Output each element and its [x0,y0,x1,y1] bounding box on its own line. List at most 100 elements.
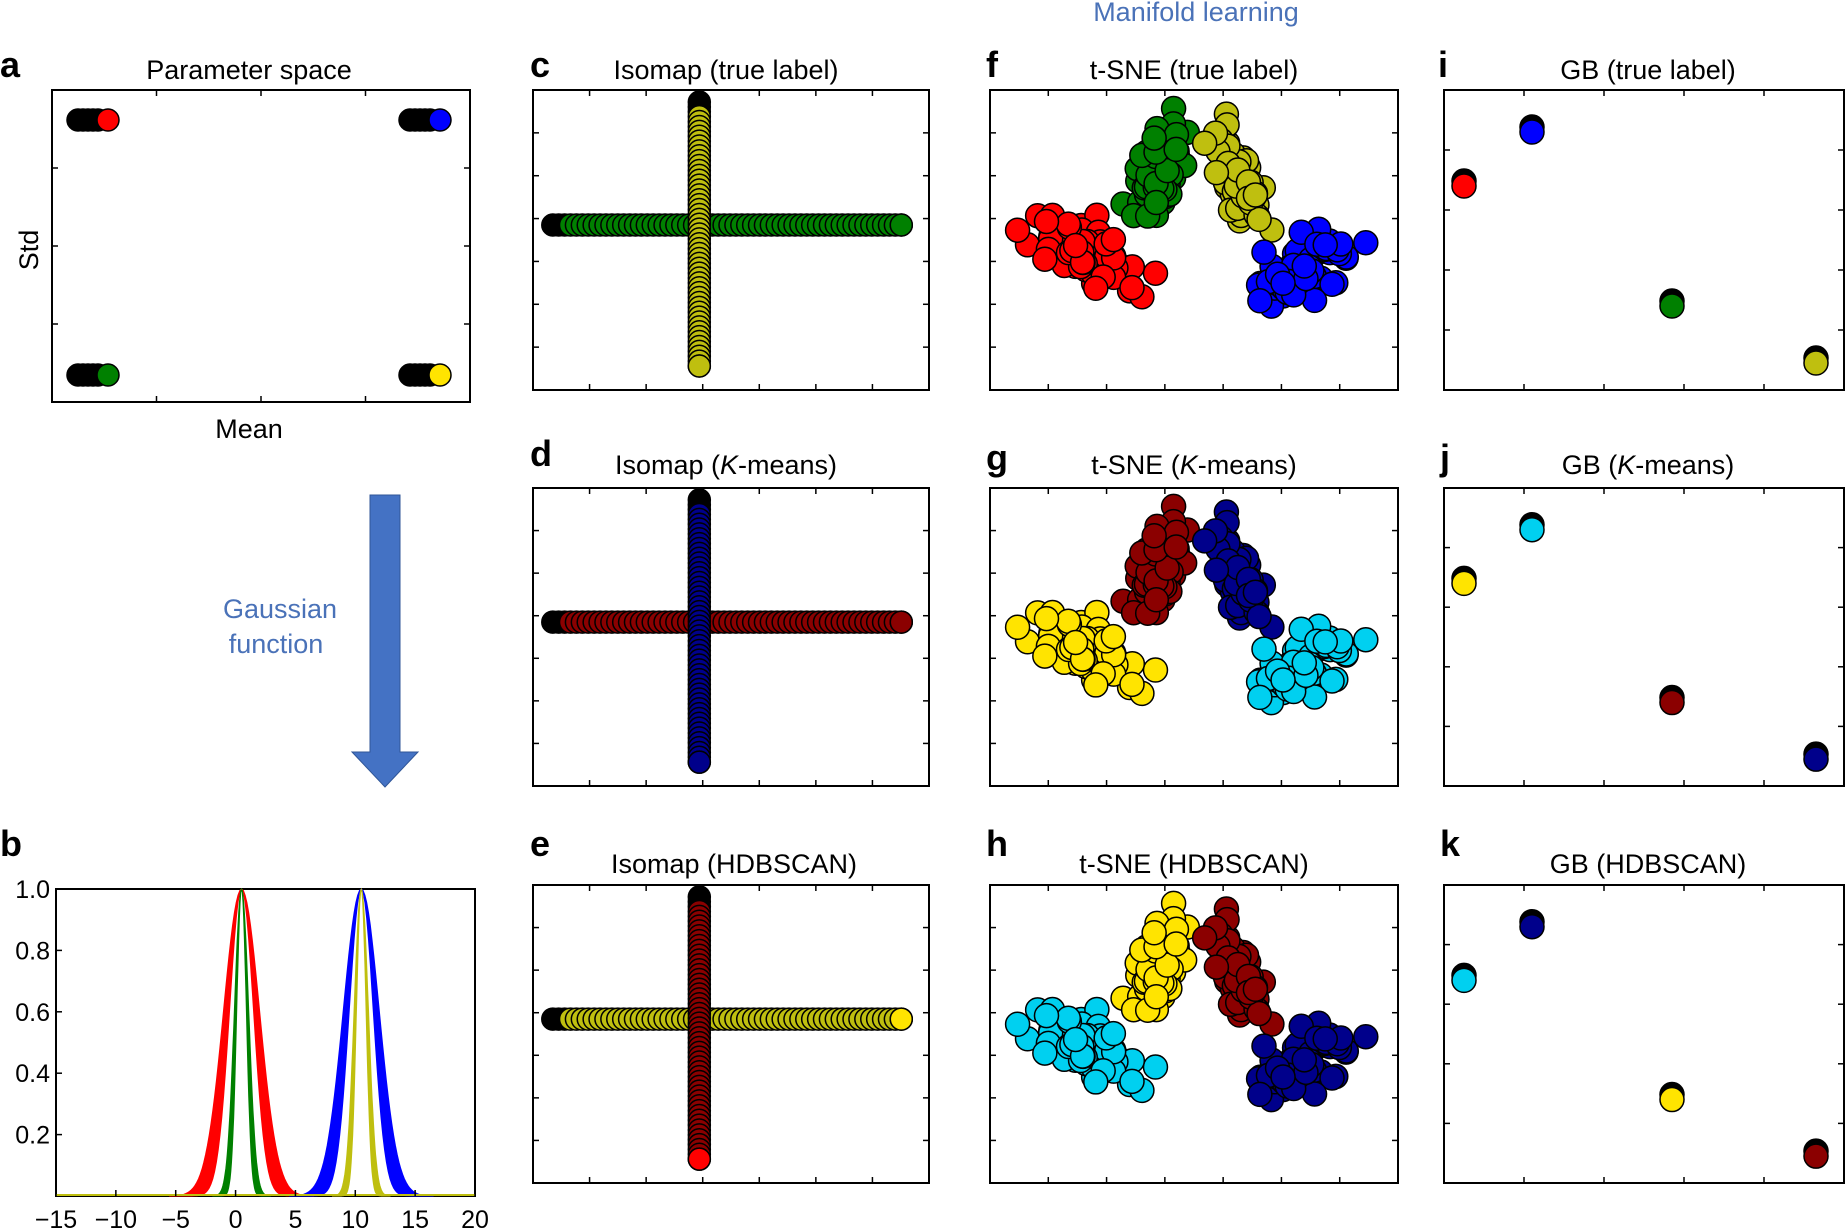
panel-g-frame [989,487,1399,787]
cluster-point-navy [1312,1026,1338,1052]
panel-e-frame [532,884,930,1184]
parameter-point-blue [428,108,452,132]
panel-d-title-italic: K [720,450,739,480]
cluster-point-cyan [1004,1011,1031,1038]
cluster-point-red [1004,217,1031,243]
embedding-end-bottom [687,750,712,774]
parameter-point-green [96,363,120,387]
panel-b-xtick-label: 10 [341,1206,369,1230]
cluster-point-red [1055,211,1082,237]
panel-g: g t-SNE (K-means) [986,437,1399,787]
cluster-point-cyan [1353,626,1379,653]
cluster-point-yellow [1119,671,1145,698]
cluster-point-navy [1291,1047,1318,1073]
cluster-point-cyan [1291,650,1318,676]
cluster-point-red [1083,275,1109,301]
panel-e-letter: e [530,823,550,864]
panel-j-letter: j [1439,437,1450,478]
cluster-point-navy [1353,1023,1379,1050]
panel-g-title: t-SNE (K-means) [1091,450,1297,480]
panel-i-plot [1444,90,1844,390]
cluster-point-cyan [1100,1020,1127,1047]
cluster-point-olive [1246,206,1272,233]
cluster-point-blue [1247,288,1273,314]
panel-h-plot [990,885,1398,1183]
panel-b-ytick-label: 0.8 [15,937,50,965]
panel-a-xlabel: Mean [215,414,283,444]
panel-b-xtick-label: 15 [401,1206,429,1230]
gaussian-arrow: Gaussian function [223,494,420,788]
cluster-point-yellow [1163,931,1189,957]
panel-c-title: Isomap (true label) [613,55,838,85]
gb-point-darkred [1659,689,1685,716]
panel-h-letter: h [986,823,1008,864]
gb-point-yellow [1451,570,1477,597]
panel-j-title: GB (K-means) [1562,450,1735,480]
gaussian-band-blue [288,887,434,1197]
cluster-point-red [1142,260,1169,286]
cluster-point-blue [1312,232,1338,258]
cluster-point-cyan [1312,629,1338,655]
panel-a-ylabel: Std [14,230,44,271]
panel-i: i GB (true label) [1438,44,1845,391]
parameter-point-yellow [428,363,452,387]
cluster-point-cyan [1142,1054,1169,1080]
cluster-point-green [1141,125,1167,151]
cluster-point-cyan [1301,684,1328,710]
cluster-point-navy [1301,1081,1328,1107]
cluster-point-cyan [1033,1002,1060,1029]
panel-j-title-pre: GB ( [1562,450,1618,480]
cluster-point-yellow [1100,623,1127,650]
panel-k-letter: k [1440,823,1461,864]
cluster-point-darkred [1246,1000,1272,1027]
cluster-point-navy [1247,1081,1273,1108]
panel-a: a Parameter space Mean Std [0,44,471,444]
panel-d-frame [532,487,930,787]
cluster-point-green [1143,189,1170,216]
cluster-point-darkred [1163,534,1189,560]
embedding-end-bottom [687,1147,712,1171]
cluster-point-navy [1191,528,1218,554]
cluster-point-navy [1270,1064,1296,1090]
cluster-point-darkred [1154,555,1180,581]
panel-g-title-italic: K [1180,450,1199,480]
panel-k-plot [1444,885,1844,1183]
panel-b-xtick-label: −10 [95,1206,137,1230]
cluster-point-cyan [1251,636,1277,662]
cluster-point-cyan [1319,668,1345,694]
panel-f-title: t-SNE (true label) [1090,55,1299,85]
embedding-end-right [889,610,914,634]
cluster-point-yellow [1154,952,1180,978]
panel-i-title: GB (true label) [1560,55,1736,85]
cluster-point-blue [1251,239,1277,265]
panel-b-letter: b [0,823,22,864]
cluster-point-blue [1270,270,1296,296]
cluster-point-red [1062,232,1089,259]
gb-point-navy [1803,746,1829,772]
panel-e-plot [533,885,929,1183]
cluster-point-darkred [1191,925,1218,951]
cluster-point-navy [1246,603,1272,630]
cluster-point-red [1032,246,1058,272]
cluster-point-olive [1203,159,1230,186]
cluster-point-yellow [1055,608,1082,635]
panel-b-xtick-label: 0 [229,1206,243,1230]
gb-point-red [1451,173,1477,199]
panel-b-xtick-label: 20 [461,1206,489,1230]
cluster-point-darkred [1203,954,1230,980]
embedding-end-bottom [687,354,712,378]
embedding-end-right [889,1007,914,1031]
panel-a-frame [51,89,471,403]
gb-point-green [1659,293,1685,319]
cluster-point-green [1163,136,1189,163]
cluster-point-blue [1353,229,1379,256]
panel-b-ytick-label: 0.2 [15,1122,50,1150]
cluster-point-yellow [1004,614,1031,641]
cluster-point-yellow [1032,643,1058,669]
cluster-point-red [1100,226,1127,253]
cluster-point-navy [1319,1065,1345,1091]
panel-g-plot [990,488,1398,786]
panel-f-plot [990,90,1398,390]
